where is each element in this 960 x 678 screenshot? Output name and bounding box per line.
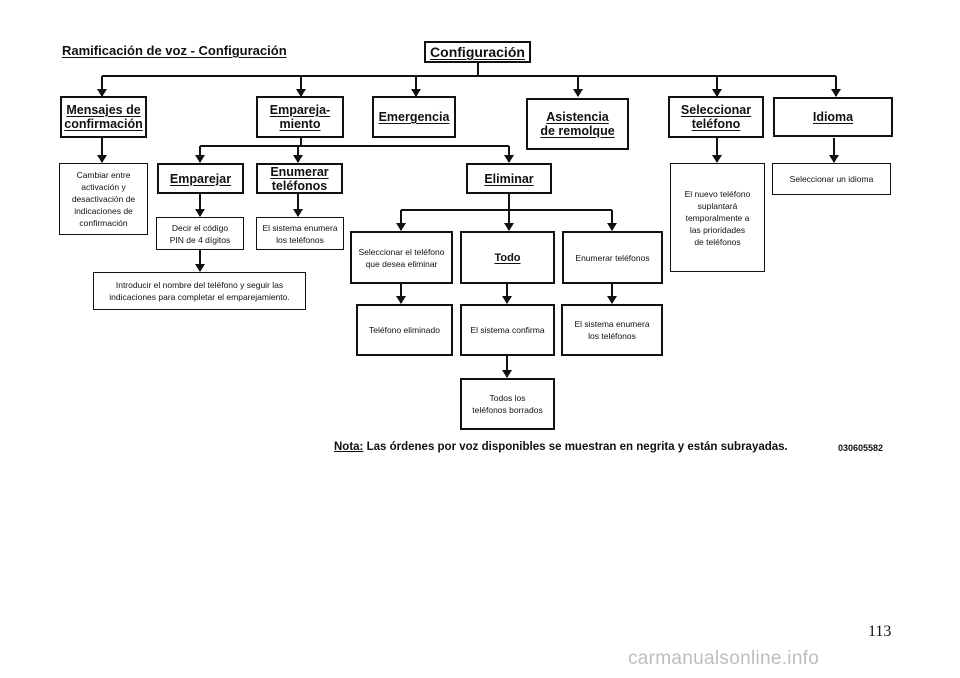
desc-sistema-enumera-2-text: El sistema enumera los teléfonos — [574, 319, 650, 341]
desc-telefono-eliminado: Teléfono eliminado — [356, 304, 453, 356]
desc-introducir-nombre: Introducir el nombre del teléfono y segu… — [93, 272, 306, 310]
diagram-title: Ramificación de voz - Configuración — [62, 43, 287, 58]
note-text: Las órdenes por voz disponibles se muest… — [363, 441, 788, 453]
note: Nota: Las órdenes por voz disponibles se… — [334, 441, 788, 453]
desc-decir-codigo: Decir el código PIN de 4 dígitos — [156, 217, 244, 250]
node-emparejar: Emparejar — [157, 163, 244, 194]
root-label: Configuración — [430, 44, 525, 60]
desc-nuevo-telefono-text: El nuevo teléfono suplantará temporalmen… — [684, 188, 751, 247]
node-asistencia: Asistencia de remolque — [526, 98, 629, 150]
desc-todos-borrados-text: Todos los teléfonos borrados — [472, 393, 543, 415]
node-seleccionar-telefono: Seleccionar teléfono — [668, 96, 764, 138]
desc-cambiar-text: Cambiar entre activación y desactivación… — [71, 170, 136, 228]
desc-enumerar-telefonos-text: Enumerar teléfonos — [575, 252, 650, 263]
node-emparejamiento: Empareja- miento — [256, 96, 344, 138]
note-label: Nota: — [334, 441, 364, 453]
node-enumerar-telefonos: Enumerar teléfonos — [256, 163, 343, 194]
desc-telefono-eliminado-text: Teléfono eliminado — [369, 325, 440, 335]
node-mensajes-label: Mensajes de confirmación — [64, 103, 143, 131]
figure-code: 030605582 — [838, 443, 884, 453]
node-emergencia: Emergencia — [372, 96, 456, 138]
desc-enumerar-telefonos: Enumerar teléfonos — [562, 231, 663, 284]
desc-sistema-confirma: El sistema confirma — [460, 304, 555, 356]
desc-todos-borrados: Todos los teléfonos borrados — [460, 378, 555, 430]
page-number: 113 — [868, 623, 892, 640]
watermark: carmanualsonline.info — [628, 648, 820, 669]
root-node: Configuración — [424, 41, 531, 63]
desc-seleccionar-idioma: Seleccionar un idioma — [772, 163, 891, 195]
desc-seleccionar-eliminar-text: Seleccionar el teléfono que desea elimin… — [358, 246, 445, 269]
node-emergencia-label: Emergencia — [378, 110, 450, 124]
node-todo-label: Todo — [494, 251, 521, 264]
node-enumerar-telefonos-label: Enumerar teléfonos — [270, 164, 329, 193]
desc-decir-codigo-text: Decir el código PIN de 4 dígitos — [169, 222, 231, 245]
desc-nuevo-telefono: El nuevo teléfono suplantará temporalmen… — [670, 163, 765, 272]
node-idioma: Idioma — [773, 97, 893, 137]
node-eliminar: Eliminar — [466, 163, 552, 194]
desc-sistema-enumera-2: El sistema enumera los teléfonos — [561, 304, 663, 356]
desc-introducir-nombre-text: Introducir el nombre del teléfono y segu… — [109, 280, 290, 302]
node-emparejamiento-label: Empareja- miento — [269, 103, 331, 131]
node-emparejar-label: Emparejar — [169, 171, 232, 186]
node-idioma-label: Idioma — [812, 110, 854, 124]
node-seleccionar-telefono-label: Seleccionar teléfono — [680, 103, 752, 131]
desc-seleccionar-eliminar: Seleccionar el teléfono que desea elimin… — [350, 231, 453, 284]
node-asistencia-label: Asistencia de remolque — [540, 110, 615, 138]
desc-seleccionar-idioma-text: Seleccionar un idioma — [789, 174, 874, 184]
desc-sistema-enumera-1: El sistema enumera los teléfonos — [256, 217, 344, 250]
node-mensajes: Mensajes de confirmación — [60, 96, 147, 138]
node-todo: Todo — [460, 231, 555, 284]
desc-sistema-enumera-1-text: El sistema enumera los teléfonos — [262, 222, 338, 245]
desc-sistema-confirma-text: El sistema confirma — [470, 325, 545, 335]
desc-cambiar: Cambiar entre activación y desactivación… — [59, 163, 148, 235]
node-eliminar-label: Eliminar — [484, 171, 534, 186]
